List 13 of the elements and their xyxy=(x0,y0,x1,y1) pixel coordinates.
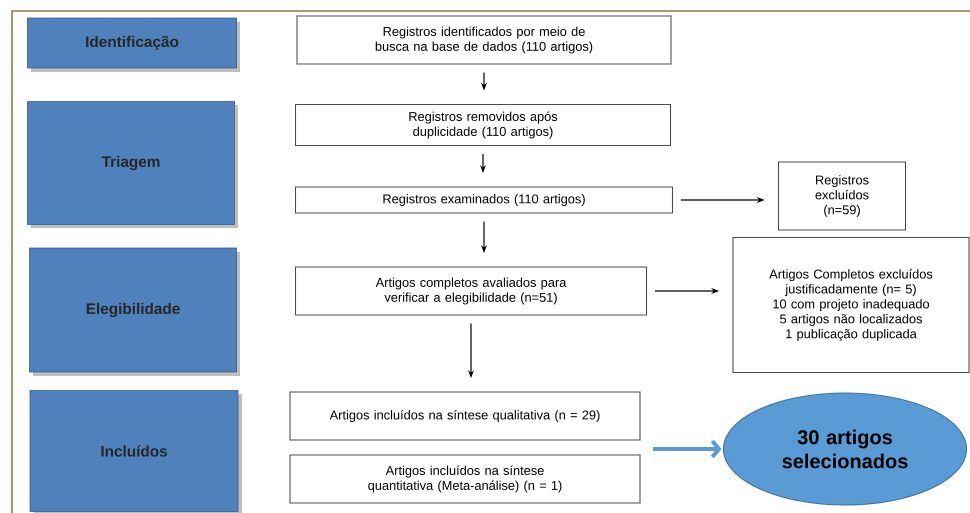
stage-box: Identificação xyxy=(27,18,240,72)
process-box: Registros excluídos (n=59) xyxy=(778,161,906,231)
arrow xyxy=(653,440,722,458)
process-box: Artigos completos avaliados para verificar a elegibilidade (n=51) xyxy=(294,266,648,316)
process-box: Artigos Completos excluídos justificadamente (n= 5) 10 com projeto inadequado 5 artigos não localizados 1 publicação duplicada xyxy=(732,236,970,374)
stage-box: Incluídos xyxy=(30,390,242,513)
process-box: Registros identificados por meio de busca na base de dados (110 artigos) xyxy=(296,15,672,65)
process-box: Artigos incluídos na síntese quantitativa (Meta-análise) (n = 1) xyxy=(289,454,641,504)
process-box: Registros removidos após duplicidade (110 artigos) xyxy=(294,104,672,146)
stage-box: Elegibilidade xyxy=(29,248,240,376)
process-box: Artigos incluídos na síntese qualitativa (n = 29) xyxy=(289,391,641,441)
stage-box: Triagem xyxy=(27,101,238,228)
process-box: Registros examinados (110 artigos) xyxy=(294,186,674,214)
